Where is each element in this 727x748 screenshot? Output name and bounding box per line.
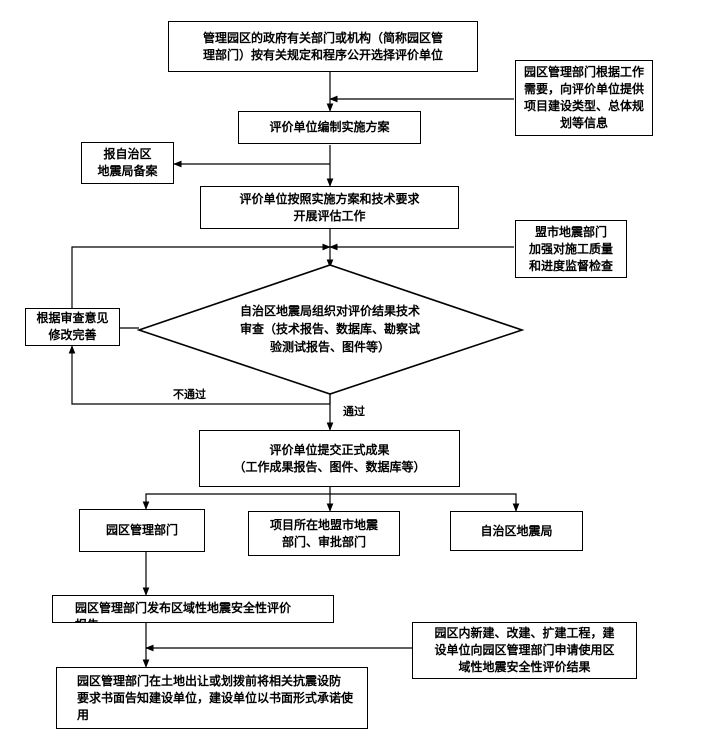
carry-out-eval-box: 评价单位按照实施方案和技术要求 开展评估工作 bbox=[200, 186, 459, 229]
park-dept-box: 园区管理部门 bbox=[79, 509, 205, 552]
publish-report-box: 园区管理部门发布区域性地震安全性评价 报告 bbox=[52, 595, 334, 623]
apply-use-box: 园区内新建、改建、扩建工程，建 设单位向园区管理部门申请使用区 域性地震安全性评… bbox=[412, 622, 637, 679]
region-bureau-box: 自治区地震局 bbox=[450, 511, 583, 551]
league-dept-box: 项目所在地盟市地震 部门、审批部门 bbox=[248, 511, 400, 556]
report-filing-box: 报自治区 地震局备案 bbox=[81, 142, 174, 184]
league-supervision-box: 盟市地震部门 加强对施工质量 和进度监督检查 bbox=[515, 220, 627, 278]
arrow-split-right bbox=[330, 493, 520, 512]
pass-label: 通过 bbox=[343, 405, 365, 418]
arrow-split bbox=[142, 487, 331, 510]
arrow-revise-loop bbox=[71, 243, 331, 308]
select-evaluator-box: 管理园区的政府有关部门或机构（简称园区管 理部门）按有关规定和程序公开选择评价单… bbox=[168, 21, 478, 72]
park-provides-info-box: 园区管理部门根据工作 需要，向评价单位提供 项目建设类型、总体规 划等信息 bbox=[515, 60, 653, 136]
compile-plan-box: 评价单位编制实施方案 bbox=[238, 111, 421, 144]
revise-box: 根据审查意见 修改完善 bbox=[25, 308, 120, 346]
review-diamond-text: 自治区地震局组织对评价结果技术 审查（技术报告、数据库、勘察试 验测试报告、图件… bbox=[239, 304, 420, 354]
review-diamond bbox=[136, 264, 525, 395]
submit-results-box: 评价单位提交正式成果 （工作成果报告、图件、数据库等） bbox=[199, 430, 460, 487]
notify-builders-box: 园区管理部门在土地出让或划拨前将相关抗震设防 要求书面告知建设单位，建设单位以书… bbox=[56, 667, 368, 729]
fail-label: 不通过 bbox=[173, 388, 206, 401]
